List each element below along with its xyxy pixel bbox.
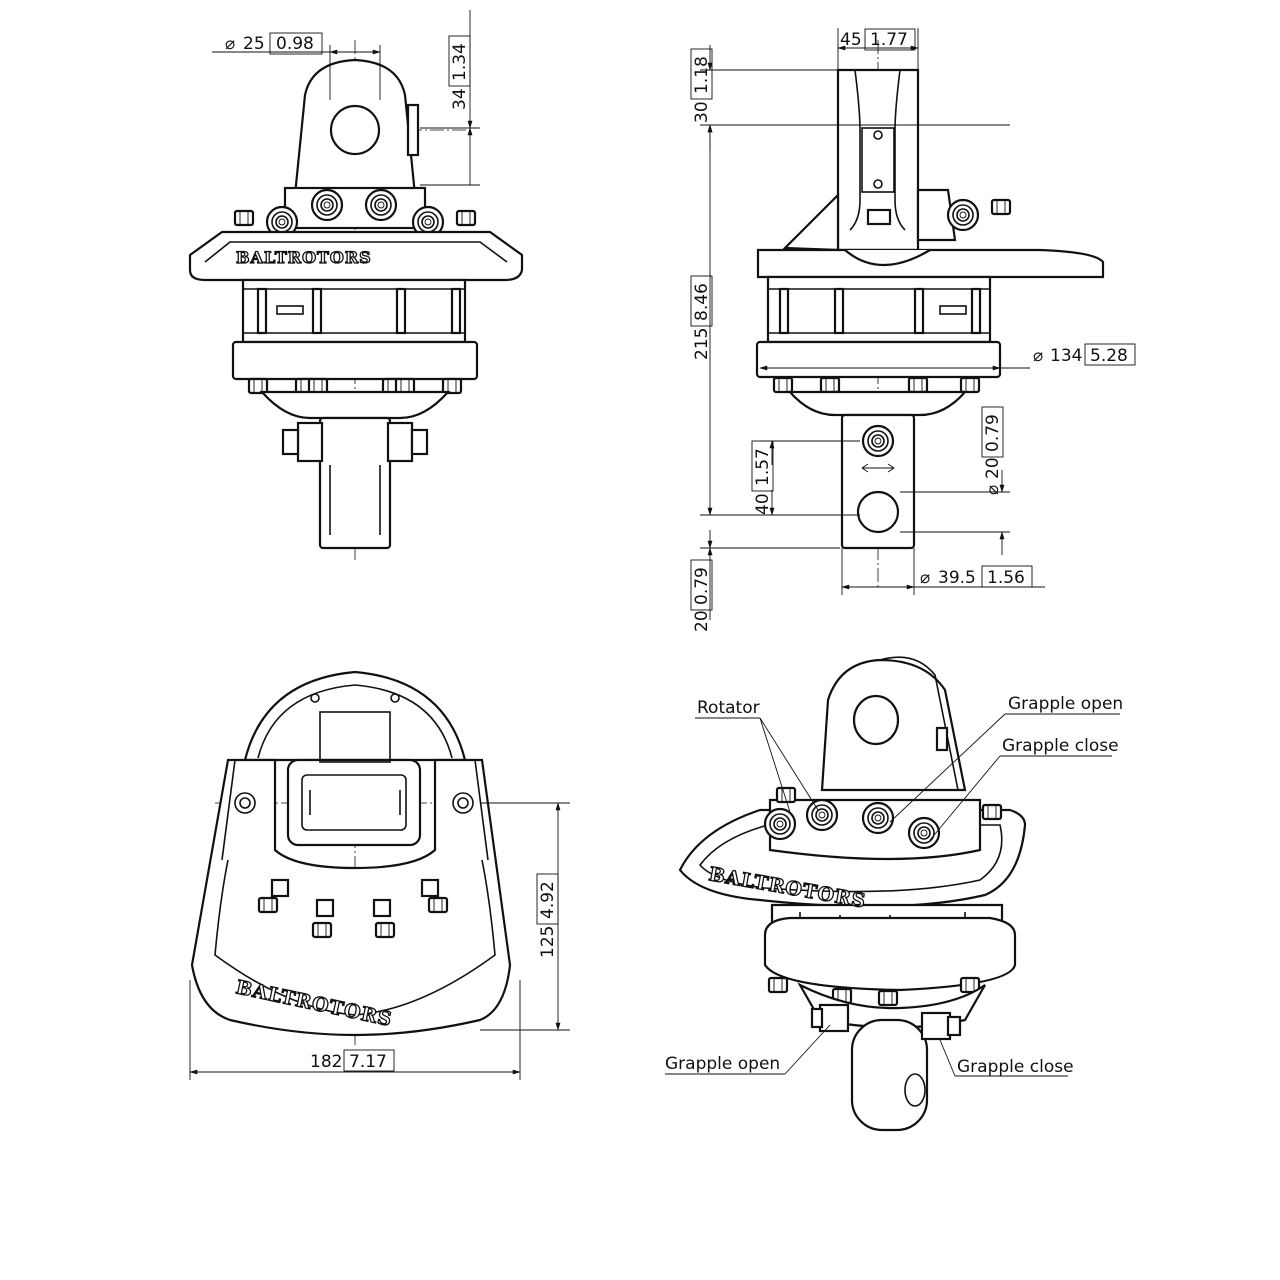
pin-diameter-metric: 25 [243, 34, 265, 54]
iso-callout-lines [665, 713, 1120, 1077]
top-view-depth-metric: 125 [538, 926, 558, 958]
brand-logo-front-view: BALTROTORS [236, 248, 372, 267]
shaft-bottom-imperial: 0.79 [692, 567, 712, 605]
ear-top-metric: 30 [692, 101, 712, 123]
overall-height-metric: 215 [692, 328, 712, 360]
pin-diameter-symbol: ⌀ [225, 34, 235, 54]
shaft-diameter-imperial: 1.56 [987, 568, 1025, 588]
ear-width-imperial-box [864, 28, 916, 51]
top-view-width-imperial: 7.17 [349, 1052, 387, 1072]
pin-height-metric: 34 [450, 88, 470, 110]
callout-grapple-open-bottom: Grapple open [665, 1054, 780, 1074]
ear-top-imperial: 1.18 [692, 56, 712, 94]
pin-height-imperial: 1.34 [450, 43, 470, 81]
shaft-bottom-metric: 20 [692, 610, 712, 632]
housing-diameter-symbol: ⌀ [1033, 346, 1043, 366]
shaft-hole-height-metric: 40 [753, 493, 773, 515]
shaft-hole-height-imperial: 1.57 [753, 448, 773, 486]
isometric-view [678, 656, 1027, 1132]
overall-height-imperial: 8.46 [692, 283, 712, 321]
shaft-hole-height-imperial-box [751, 440, 774, 492]
ear-width-metric: 45 [840, 30, 862, 50]
shaft-hole-diameter-symbol: ⌀ [983, 485, 1003, 495]
ear-top-imperial-box [690, 48, 713, 100]
top-view [190, 670, 512, 1045]
shaft-hole-diameter-metric: 20 [983, 457, 1003, 479]
callout-grapple-open-top: Grapple open [1008, 694, 1123, 714]
top-view-depth-imperial: 4.92 [538, 881, 558, 919]
top-view-dimensions [189, 802, 570, 1080]
top-view-width-imperial-box [343, 1049, 395, 1072]
side-view-dimensions [700, 28, 1045, 620]
pin-diameter-imperial: 0.98 [276, 34, 314, 54]
callout-rotator: Rotator [697, 698, 760, 718]
shaft-hole-diameter-imperial: 0.79 [983, 414, 1003, 452]
front-view [188, 40, 524, 560]
shaft-diameter-metric: 39.5 [938, 568, 976, 588]
shaft-diameter-imperial-box [981, 565, 1033, 588]
housing-diameter-imperial-box [1084, 343, 1136, 366]
overall-height-imperial-box [690, 275, 713, 327]
pin-diameter-imperial-box [269, 32, 323, 55]
top-view-width-metric: 182 [310, 1052, 342, 1072]
shaft-diameter-symbol: ⌀ [920, 568, 930, 588]
pin-height-imperial-box [448, 35, 471, 87]
side-view [755, 40, 1105, 590]
callout-grapple-close-top: Grapple close [1002, 736, 1119, 756]
callout-grapple-close-bottom: Grapple close [957, 1057, 1074, 1077]
top-view-depth-imperial-box [536, 873, 559, 925]
housing-diameter-metric: 134 [1050, 346, 1082, 366]
ear-width-imperial: 1.77 [870, 30, 908, 50]
shaft-hole-diameter-imperial-box [981, 406, 1004, 458]
shaft-bottom-imperial-box [690, 559, 713, 611]
housing-diameter-imperial: 5.28 [1090, 346, 1128, 366]
